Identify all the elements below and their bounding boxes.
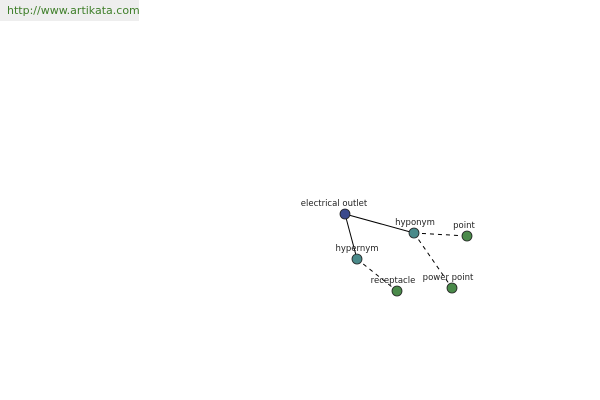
node-hyponym[interactable] [408, 227, 420, 239]
edge-hyponym-point [413, 232, 468, 237]
node-point[interactable] [461, 230, 473, 242]
graph-edges [344, 213, 468, 292]
node-power-point[interactable] [446, 282, 458, 294]
edge-hypernym-receptacle [356, 258, 398, 292]
label-hypernym: hypernym [335, 244, 378, 254]
node-electrical-outlet[interactable] [339, 208, 351, 220]
label-point: point [453, 221, 475, 231]
edge-root-hypernym [344, 213, 358, 260]
edge-hyponym-power-point [413, 232, 453, 289]
node-hypernym[interactable] [351, 253, 363, 265]
graph-nodes [339, 208, 473, 297]
label-electrical-outlet: electrical outlet [301, 199, 368, 209]
header-bar: http://www.artikata.com [0, 0, 139, 21]
label-receptacle: receptacle [371, 276, 416, 286]
graph-labels: electrical outlet hyponym hypernym point… [301, 199, 476, 286]
node-receptacle[interactable] [391, 285, 403, 297]
site-link[interactable]: http://www.artikata.com [7, 4, 139, 17]
label-power-point: power point [423, 273, 474, 283]
label-hyponym: hyponym [395, 218, 435, 228]
edge-root-hyponym [344, 213, 415, 234]
